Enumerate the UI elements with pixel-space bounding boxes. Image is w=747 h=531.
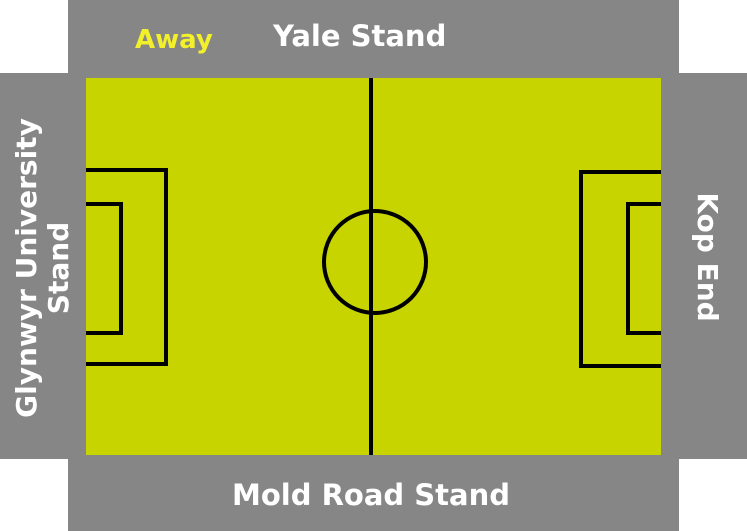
- stand-top: [68, 0, 679, 78]
- center-circle: [322, 209, 428, 315]
- yale-stand-label: Yale Stand: [273, 19, 447, 53]
- right-penalty-box: [579, 170, 661, 368]
- left-penalty-box: [86, 168, 168, 366]
- glynwyr-university-stand-label: Glynwyr University Stand: [9, 118, 75, 418]
- away-label: Away: [135, 25, 213, 55]
- kop-end-label: Kop End: [691, 192, 725, 322]
- left-stand-label-line1: Glynwyr University: [9, 118, 43, 418]
- mold-road-stand-label: Mold Road Stand: [232, 478, 510, 512]
- stand-left: [0, 73, 86, 459]
- left-goal-area: [86, 202, 123, 335]
- stand-bottom: [68, 455, 679, 531]
- pitch: [86, 78, 661, 455]
- stand-right: [661, 73, 747, 459]
- left-stand-label-line2: Stand: [42, 221, 75, 315]
- right-goal-area: [626, 202, 661, 335]
